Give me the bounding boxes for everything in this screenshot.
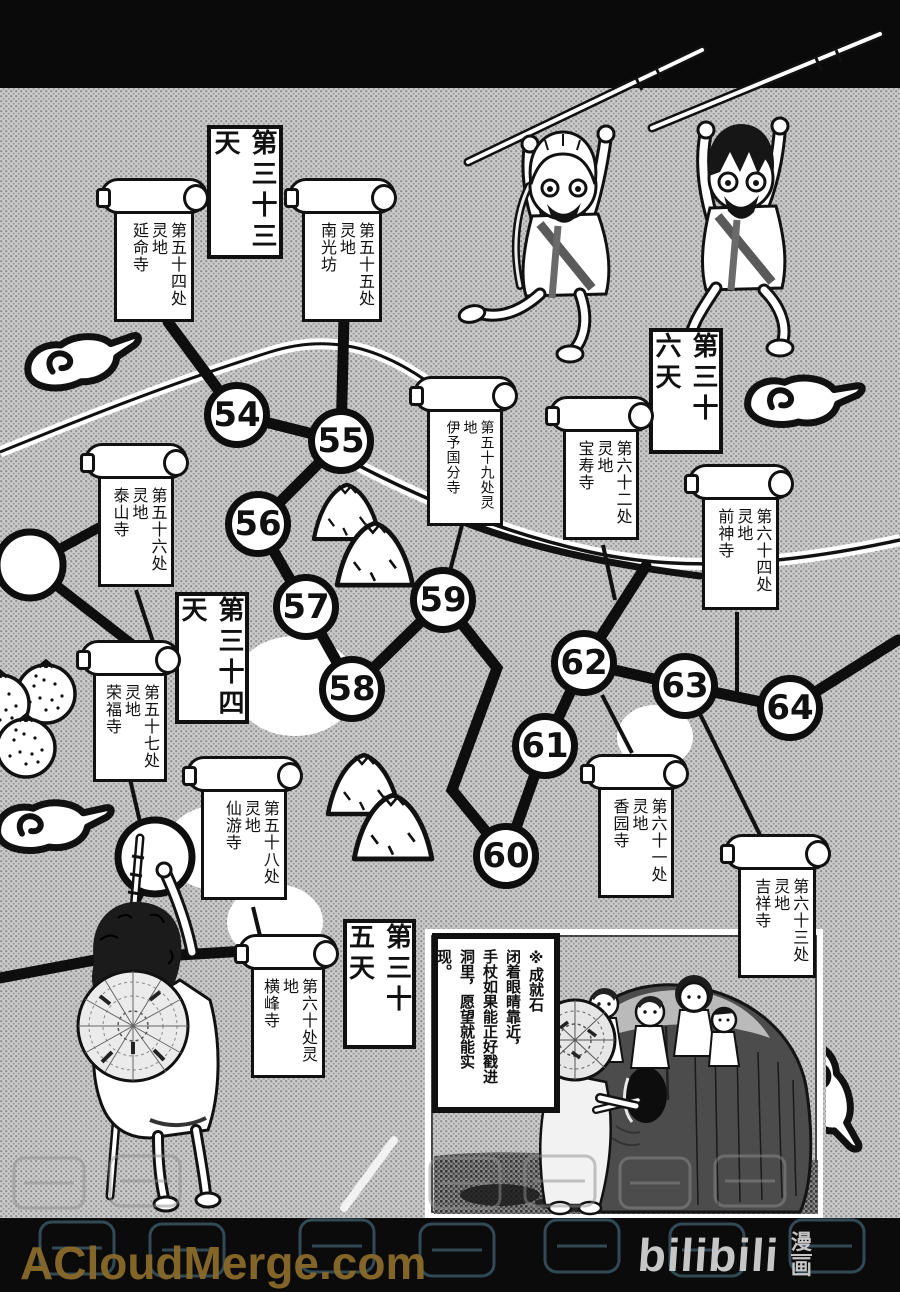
day-label-34-text: 第三十四天 (178, 596, 245, 720)
site-label: 第六十二处灵地 (594, 440, 631, 525)
site-label: 第六十一处灵地 (629, 798, 666, 883)
joju-ishi-note: ※成就石 闭着眼睛靠近， 手杖如果能正好戳进 洞里，愿望就能实现。 (432, 933, 560, 1113)
route-node-60: 60 (473, 823, 539, 889)
route-node-55: 55 (308, 408, 374, 474)
node-number: 54 (213, 395, 261, 435)
scroll-roller-icon (234, 934, 339, 970)
pointing-pilgrim (76, 833, 222, 1213)
day-label-33-text: 第三十三天 (211, 129, 278, 253)
temple-name: 荣福寺 (103, 684, 120, 735)
site-label: 第六十四处灵地 (734, 508, 771, 593)
note-line: ※成就石 (527, 949, 544, 1012)
temple-scroll-57: 第五十七处灵地荣福寺 (76, 640, 181, 782)
route-node-63: 63 (652, 653, 718, 719)
temple-scroll-55: 第五十五处灵地南光坊 (284, 178, 397, 322)
day-label-35: 第三十五天 (343, 919, 416, 1049)
temple-name: 宝寿寺 (575, 440, 593, 491)
temple-scroll-63: 第六十三处灵地吉祥寺 (720, 834, 831, 978)
day-label-36-text: 第三十六天 (652, 332, 719, 425)
site-label: 第五十八处灵地 (241, 800, 278, 885)
route-node-61: 61 (512, 713, 578, 779)
route-node-59: 59 (410, 567, 476, 633)
node-number: 57 (282, 587, 330, 627)
site-label: 第五十六处灵地 (129, 487, 166, 572)
scroll-roller-icon (96, 178, 209, 214)
rock-hole (625, 1067, 667, 1123)
scroll-roller-icon (76, 640, 181, 676)
scroll-pole-lines (128, 524, 766, 945)
scroll-roller-icon (720, 834, 831, 870)
manga-logo-text: 漫 画 (790, 1231, 812, 1279)
day-label-35-text: 第三十五天 (345, 923, 413, 1016)
site-label: 第五十四处灵地 (148, 222, 185, 307)
note-line: 手杖如果能正好戳进 (481, 949, 498, 1084)
blank-node (114, 816, 196, 898)
scroll-roller-icon (80, 443, 189, 479)
route-node-64: 64 (757, 675, 823, 741)
temple-scroll-64: 第六十四处灵地前神寺 (684, 464, 794, 610)
node-number: 56 (234, 504, 282, 544)
temple-scroll-54: 第五十四处灵地延命寺 (96, 178, 209, 322)
route-node-62: 62 (551, 630, 617, 696)
day-label-33: 第三十三天 (207, 125, 283, 259)
temple-scroll-56: 第五十六处灵地泰山寺 (80, 443, 189, 587)
temple-name: 横峰寺 (261, 978, 278, 1029)
scroll-roller-icon (409, 376, 518, 412)
day-label-34: 第三十四天 (175, 592, 249, 724)
scroll-roller-icon (284, 178, 397, 214)
temple-name: 延命寺 (129, 222, 147, 273)
node-number: 55 (317, 421, 365, 461)
temple-name: 前神寺 (715, 508, 733, 559)
route-node-56: 56 (225, 491, 291, 557)
scroll-roller-icon (182, 756, 303, 792)
note-line: 闭着眼睛靠近， (504, 949, 521, 1054)
blank-node (0, 528, 67, 602)
node-number: 62 (560, 643, 608, 683)
node-number: 64 (766, 688, 814, 728)
jumping-girl-pilgrim (457, 45, 707, 364)
node-number: 60 (482, 836, 530, 876)
bilibili-manga-logo: bilibili 漫 画 (636, 1228, 812, 1282)
node-number: 58 (328, 669, 376, 709)
site-label: 第五十七处灵地 (122, 684, 158, 769)
scroll-roller-icon (545, 396, 654, 432)
note-line: 洞里，愿望就能实现。 (435, 949, 475, 1069)
jumping-boy-pilgrim (647, 29, 885, 362)
route-node-54: 54 (204, 382, 270, 448)
temple-scroll-62: 第六十二处灵地宝寿寺 (545, 396, 654, 540)
site-label: 第六十三处灵地 (771, 878, 808, 963)
route-node-58: 58 (319, 656, 385, 722)
temple-name: 泰山寺 (110, 487, 128, 538)
site-label: 第五十九处灵地 (462, 420, 496, 510)
bilibili-logo-text: bilibili (636, 1229, 781, 1281)
temple-name: 香园寺 (610, 798, 628, 849)
temple-scroll-61: 第六十一处灵地香园寺 (580, 754, 689, 898)
node-number: 63 (661, 666, 709, 706)
temple-name: 伊予国分寺 (445, 420, 462, 495)
temple-scroll-60: 第六十处灵地横峰寺 (234, 934, 339, 1078)
route-node-57: 57 (273, 574, 339, 640)
site-label: 第五十五处灵地 (336, 222, 373, 307)
white-streak (340, 1136, 398, 1212)
top-black-band (0, 0, 900, 88)
acloudmerge-watermark: ACloudMerge.com (20, 1237, 427, 1289)
site-label: 第六十处灵地 (280, 978, 316, 1063)
day-label-36: 第三十六天 (649, 328, 723, 454)
node-number: 61 (521, 726, 569, 766)
temple-scroll-58: 第五十八处灵地仙游寺 (182, 756, 303, 900)
scroll-roller-icon (684, 464, 794, 500)
node-number: 59 (419, 580, 467, 620)
temple-name: 吉祥寺 (752, 878, 770, 929)
temple-name: 仙游寺 (222, 800, 240, 851)
temple-scroll-59: 第五十九处灵地伊予国分寺 (409, 376, 518, 526)
temple-name: 南光坊 (317, 222, 335, 273)
scroll-roller-icon (580, 754, 689, 790)
